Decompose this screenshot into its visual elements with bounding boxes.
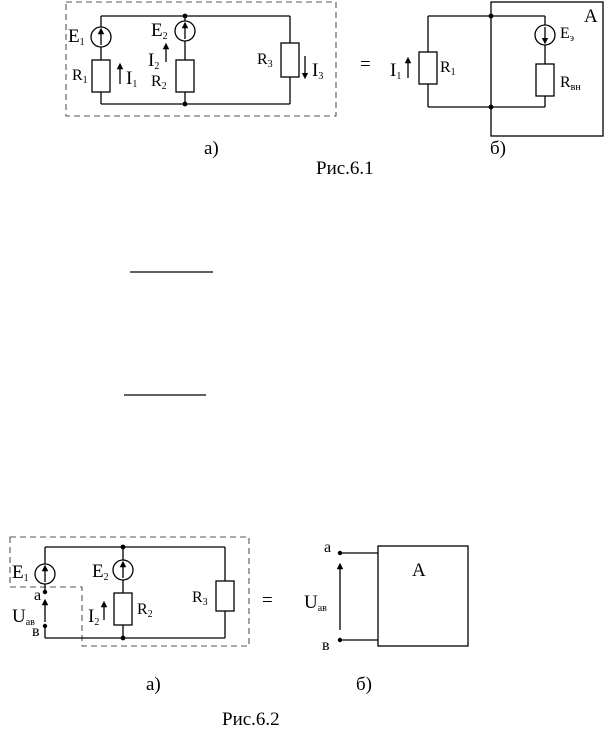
dashed-region-a [65, 1, 337, 117]
node [488, 104, 494, 110]
label-e-eq: Eэ [560, 25, 574, 44]
node [182, 13, 188, 19]
terminal-a [337, 550, 343, 556]
label-i2: I2 [88, 606, 99, 628]
label-r2: R2 [151, 73, 167, 92]
node [182, 101, 188, 107]
label-a: а [324, 539, 331, 556]
equals-sign-1: = [360, 54, 371, 75]
label-r1: R1 [72, 67, 88, 86]
node [120, 544, 126, 550]
label-r3: R3 [257, 51, 273, 70]
label-i1: I1 [126, 68, 137, 90]
figure-6-1-a: E1 R1 I1 E2 I2 R2 R3 I3 [65, 1, 337, 117]
resistor-r1 [91, 59, 111, 93]
caption-6-1: Рис.6.1 [316, 158, 374, 179]
resistor-rvn [535, 63, 555, 97]
label-e2: E2 [151, 20, 168, 42]
label-rvn: Rвн [560, 74, 581, 93]
label-box-a: A [412, 560, 426, 581]
resistor-r3 [280, 42, 300, 78]
label-e2: E2 [92, 561, 109, 583]
dashed-region-a [9, 536, 250, 647]
label-r2: R2 [137, 601, 153, 620]
label-b: в [32, 623, 40, 640]
box-a [490, 1, 604, 137]
label-r1: R1 [440, 59, 456, 78]
label-a: а [34, 587, 41, 604]
label-i2: I2 [148, 50, 159, 72]
caption-6-2: Рис.6.2 [222, 709, 280, 730]
resistor-r2 [175, 59, 195, 93]
label-i1: I1 [390, 60, 401, 82]
label-a: A [584, 6, 598, 27]
node [488, 13, 494, 19]
part-label-a-2: а) [146, 674, 161, 695]
label-e1: E1 [12, 562, 29, 584]
label-e1: E1 [68, 26, 85, 48]
label-uab: Uав [12, 606, 35, 628]
part-label-a-1: а) [204, 138, 219, 159]
label-r3: R3 [192, 589, 208, 608]
resistor-r1 [418, 51, 438, 85]
resistor-r2 [113, 592, 133, 626]
terminal-a [42, 589, 48, 595]
part-label-b-1: б) [490, 138, 506, 159]
figure-6-2-a: E1 а Uав в E2 I2 R2 R3 [9, 536, 250, 647]
label-b: в [322, 637, 330, 654]
equals-sign-2: = [262, 590, 273, 611]
resistor-r3 [215, 580, 235, 612]
box-a [377, 545, 469, 647]
label-i3: I3 [312, 60, 323, 82]
node [120, 635, 126, 641]
figure-6-2-b: а в Uав A [304, 539, 469, 654]
figure-6-1-b: I1 R1 Eэ Rвн A [390, 1, 604, 137]
terminal-b [337, 637, 343, 643]
part-label-b-2: б) [356, 674, 372, 695]
label-uab: Uав [304, 592, 327, 614]
